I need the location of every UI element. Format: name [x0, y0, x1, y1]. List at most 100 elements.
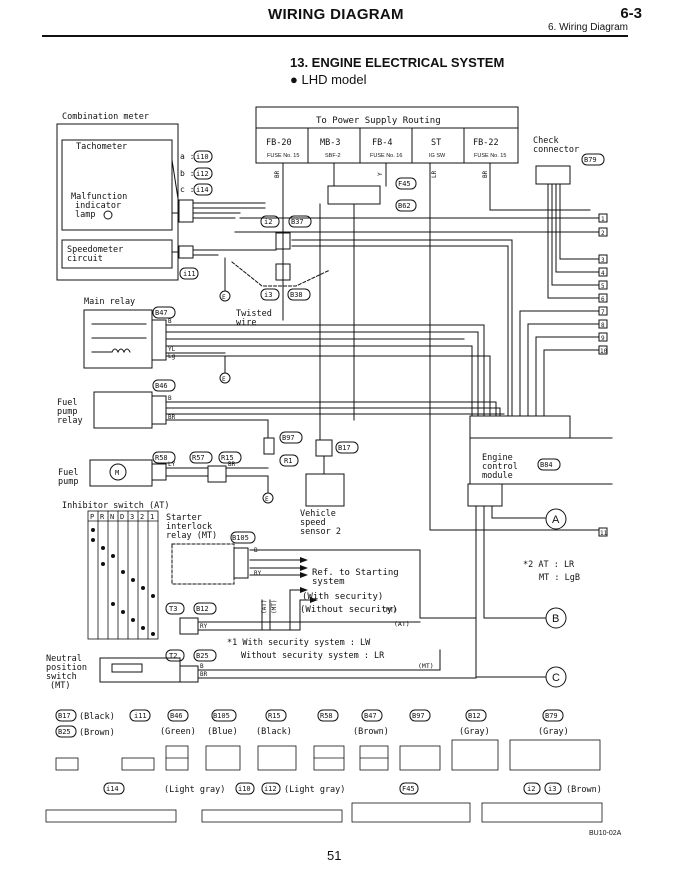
neutral-switch-contact: [111, 663, 143, 673]
wire-br-pump: BR: [228, 461, 236, 468]
main-relay-label: Main relay: [84, 297, 135, 307]
main-relay-contacts: [91, 323, 147, 354]
conn-b79-oval: [581, 153, 605, 166]
fuel-pump-label-1: Fuel: [58, 468, 78, 478]
conn-b84: B84: [540, 461, 553, 469]
starter-relay-pins: [233, 547, 249, 579]
conn-b25-oval: [193, 649, 217, 662]
terminal-6: 6: [601, 296, 605, 303]
conn-b62-oval: [395, 199, 417, 212]
without-security-label: (Without security): [300, 605, 398, 615]
fuse-fb20: FB-20: [266, 138, 292, 148]
svg-text:1: 1: [150, 513, 154, 521]
fuel-pump-motor-icon: [109, 463, 127, 481]
terminal-3: 3: [601, 257, 605, 264]
legend-connector-ovals: [55, 709, 564, 795]
fuse-fb22: FB-22: [473, 138, 499, 148]
conn-b12-oval: [193, 602, 217, 615]
reference-b: B: [552, 613, 559, 625]
wire-mt-3: (MT): [271, 600, 278, 614]
legend-b97: B97: [412, 712, 425, 720]
fuel-pump-relay-label-3: relay: [57, 416, 83, 426]
fuse-fb4-sub: FUSE No. 16: [370, 153, 402, 159]
combination-meter-box: [56, 123, 179, 281]
conn-i12: i12: [196, 170, 209, 178]
terminal-8: 8: [601, 322, 605, 329]
fuse-mb3: MB-3: [320, 138, 340, 148]
malfunction-lamp-label-3: lamp: [75, 210, 95, 220]
motor-m: M: [115, 469, 119, 477]
with-security-label: (With security): [302, 592, 383, 602]
legend-gray: (Gray): [459, 727, 490, 737]
conn-b97: B97: [282, 434, 295, 442]
legend-light-gray: (Light gray): [164, 785, 225, 795]
svg-text:N: N: [110, 513, 114, 521]
reference-c: C: [552, 672, 560, 684]
terminal-5: 5: [601, 283, 605, 290]
conn-i11-oval: [179, 267, 199, 280]
conn-b17-body: [315, 439, 333, 457]
check-connector-body: [535, 165, 571, 185]
legend-black2: (Black): [256, 727, 292, 737]
page-header-title: WIRING DIAGRAM: [268, 6, 404, 23]
legend-r15: R15: [268, 712, 281, 720]
conn-b-label: b :: [180, 169, 194, 178]
wire-br-1: BR: [274, 170, 281, 178]
starter-relay-label-1: Starter: [166, 513, 202, 523]
legend-connector-faces: [45, 739, 603, 823]
conn-f45: F45: [398, 180, 411, 188]
conn-b12: B12: [196, 605, 209, 613]
conn-r1-oval: [279, 454, 299, 467]
wire-ry-t3: RY: [200, 623, 208, 630]
main-relay-pins: [151, 319, 167, 361]
ecm-label-1: Engine: [482, 453, 513, 463]
page-number: 51: [327, 848, 342, 863]
legend-gray2: (Gray): [538, 727, 569, 737]
meter-connector-ovals: [193, 150, 213, 196]
fuse-st: ST: [431, 138, 441, 148]
terminal-7: 7: [601, 309, 605, 316]
terminal-11: 11: [600, 530, 608, 537]
twisted-wire-label-2: wire: [236, 318, 256, 328]
legend-f45: F45: [402, 785, 415, 793]
wire-ry-starter: RY: [254, 570, 262, 577]
conn-t2-body: [179, 665, 199, 683]
meter-pins: [171, 159, 266, 259]
conn-t3: T3: [169, 605, 177, 613]
wire-b-t2: B: [200, 663, 204, 670]
conn-b105: B105: [232, 534, 249, 542]
vehicle-speed-sensor-box: [305, 473, 345, 507]
conn-r1: R1: [284, 457, 292, 465]
twisted-wire-shield: [231, 261, 331, 287]
fuel-pump-label-2: pump: [58, 477, 78, 487]
combination-meter-label: Combination meter: [62, 112, 149, 122]
fuel-pump-box: [89, 459, 153, 487]
conn-b38: B38: [290, 291, 303, 299]
malfunction-lamp-icon: [103, 210, 113, 220]
conn-b62: B62: [398, 202, 411, 210]
neutral-switch-label-1: Neutral: [46, 654, 82, 664]
svg-text:D: D: [120, 513, 124, 521]
legend-b79: B79: [545, 712, 558, 720]
legend-b12: B12: [468, 712, 481, 720]
reference-markers: [545, 508, 567, 688]
neutral-switch-label-2: position: [46, 663, 87, 673]
legend-brown3: (Brown): [566, 785, 602, 795]
conn-i2: i2: [264, 218, 272, 226]
fuel-pump-relay-box: [93, 391, 153, 429]
wire-br-t2: BR: [200, 671, 208, 678]
conn-t3-body: [179, 617, 199, 635]
legend-brown: (Brown): [79, 728, 115, 738]
conn-b47-oval: [152, 306, 176, 319]
fuse-fb20-sub: FUSE No. 15: [267, 153, 299, 159]
svg-text:2: 2: [140, 513, 144, 521]
wire-yl-relay: YL: [168, 346, 176, 353]
ground-icons: [219, 257, 274, 504]
ground-label-1: E: [222, 294, 226, 301]
conn-i10: i10: [196, 153, 209, 161]
neutral-switch-label-3: switch: [46, 672, 77, 682]
legend-r58: R58: [320, 712, 333, 720]
wire-y-1: Y: [377, 172, 384, 176]
conn-r15: R15: [221, 454, 234, 462]
